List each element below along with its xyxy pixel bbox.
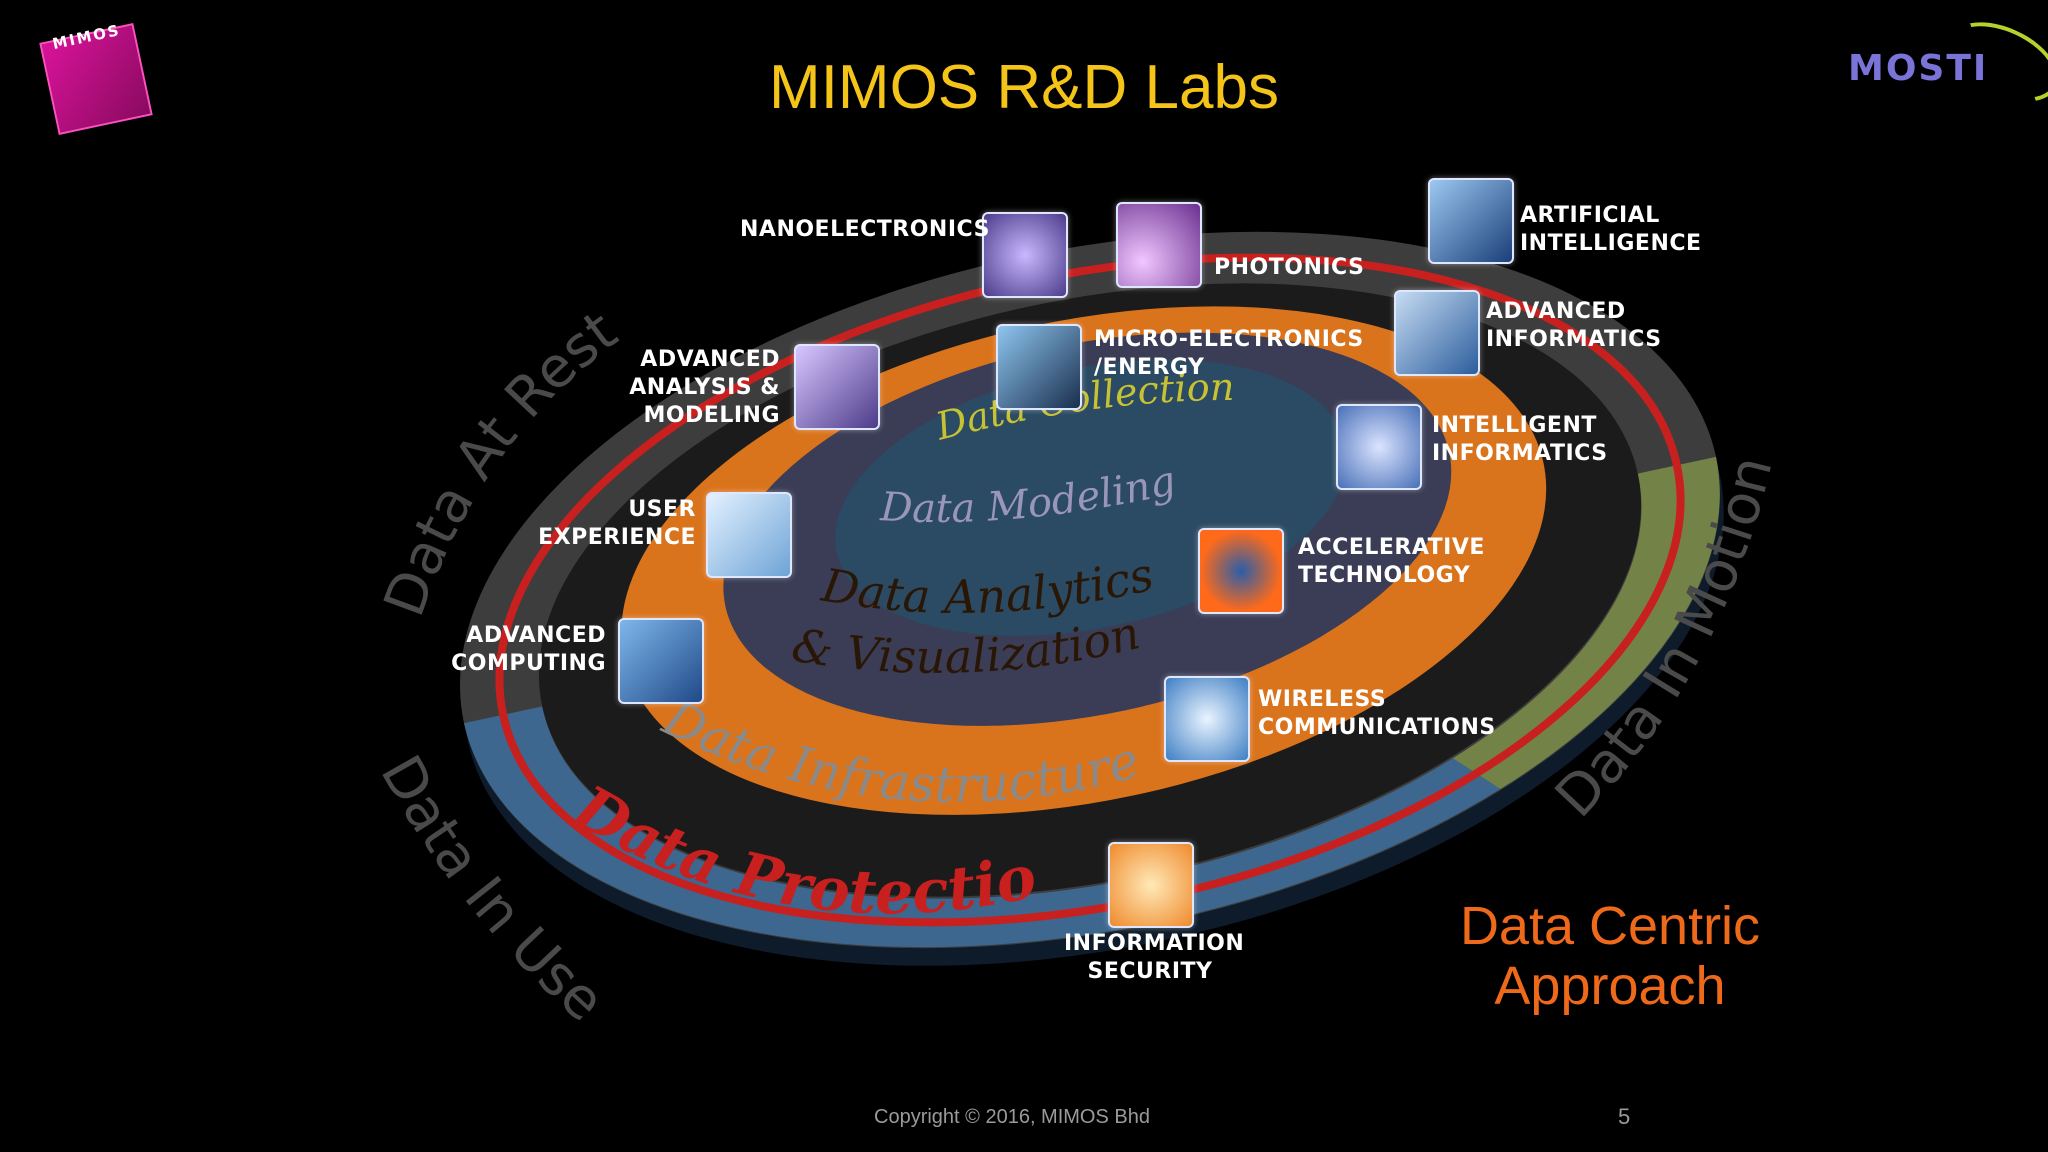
label-information-security: INFORMATION SECURITY — [1064, 931, 1245, 984]
advanced-analysis-icon — [794, 344, 880, 430]
mosti-logo: MOSTI — [1848, 6, 2048, 118]
ring-data-in-use — [463, 706, 1501, 948]
advanced-informatics-icon — [1394, 290, 1480, 376]
ring-data-in-motion — [1452, 456, 1720, 790]
label-artificial-intelligence: ARTIFICIAL INTELLIGENCE — [1520, 203, 1702, 256]
page-number: 5 — [1618, 1104, 1631, 1129]
user-experience-icon — [706, 492, 792, 578]
information-security-icon — [1108, 842, 1194, 928]
mimos-logo: MIMOS — [39, 21, 160, 135]
label-micro-electronics: MICRO-ELECTRONICS /ENERGY — [1094, 327, 1364, 380]
label-nanoelectronics: NANOELECTRONICS — [740, 217, 990, 242]
artificial-intelligence-icon — [1428, 178, 1514, 264]
label-advanced-analysis: ADVANCED ANALYSIS & MODELING — [629, 347, 780, 428]
wireless-communications-icon — [1164, 676, 1250, 762]
label-intelligent-informatics: INTELLIGENT INFORMATICS — [1432, 413, 1608, 466]
intelligent-informatics-icon — [1336, 404, 1422, 490]
label-photonics: PHOTONICS — [1214, 255, 1365, 280]
mosti-logo-text: MOSTI — [1848, 48, 1989, 89]
micro-electronics-icon — [996, 324, 1082, 410]
label-accelerative-technology: ACCELERATIVE TECHNOLOGY — [1298, 535, 1485, 588]
copyright-footer: Copyright © 2016, MIMOS Bhd — [874, 1106, 1150, 1128]
accelerative-technology-icon — [1198, 528, 1284, 614]
nanoelectronics-icon — [982, 212, 1068, 298]
slide-title: MIMOS R&D Labs — [769, 53, 1279, 122]
label-advanced-computing: ADVANCED COMPUTING — [451, 623, 606, 676]
label-wireless-communications: WIRELESS COMMUNICATIONS — [1258, 687, 1496, 740]
label-user-experience: USER EXPERIENCE — [538, 497, 696, 550]
data-centric-approach-caption: Data Centric Approach — [1459, 896, 1761, 1016]
photonics-icon — [1116, 202, 1202, 288]
advanced-computing-icon — [618, 618, 704, 704]
label-advanced-informatics: ADVANCED INFORMATICS — [1486, 299, 1662, 352]
